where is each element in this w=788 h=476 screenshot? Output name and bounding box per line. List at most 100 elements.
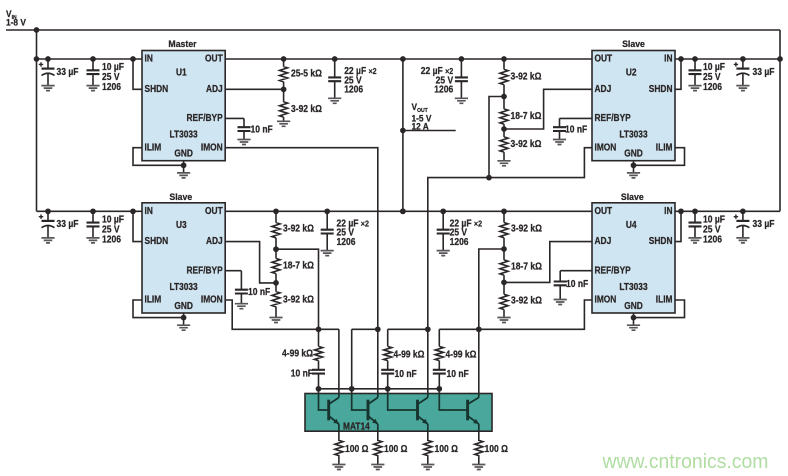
svg-text:33 µF: 33 µF — [57, 66, 79, 77]
svg-text:1206: 1206 — [703, 82, 722, 93]
svg-text:ADJ: ADJ — [595, 236, 612, 247]
svg-text:VIN: VIN — [6, 8, 17, 21]
svg-text:3-92 kΩ: 3-92 kΩ — [283, 223, 314, 234]
svg-text:1-8 V: 1-8 V — [6, 17, 26, 28]
svg-text:SHDN: SHDN — [145, 83, 169, 94]
svg-text:1206: 1206 — [102, 82, 121, 93]
svg-text:10 nF: 10 nF — [251, 124, 274, 135]
svg-text:GND: GND — [174, 148, 193, 159]
svg-text:25 V: 25 V — [337, 227, 355, 238]
svg-text:GND: GND — [174, 300, 193, 311]
svg-text:1206: 1206 — [450, 236, 469, 247]
svg-text:SHDN: SHDN — [649, 236, 673, 247]
svg-text:100 Ω: 100 Ω — [485, 443, 508, 454]
svg-text:4-99 kΩ: 4-99 kΩ — [282, 348, 313, 359]
svg-text:ILIM: ILIM — [656, 142, 673, 153]
svg-text:ADJ: ADJ — [595, 83, 612, 94]
svg-text:REF/BYP: REF/BYP — [186, 265, 222, 276]
svg-text:IN: IN — [664, 53, 672, 64]
svg-text:1206: 1206 — [703, 234, 722, 245]
svg-text:33 µF: 33 µF — [753, 219, 775, 230]
svg-text:1206: 1206 — [102, 234, 121, 245]
svg-text:ADJ: ADJ — [206, 236, 223, 247]
svg-text:18-7 kΩ: 18-7 kΩ — [511, 110, 542, 121]
svg-text:LT3033: LT3033 — [619, 281, 647, 292]
svg-text:Slave: Slave — [621, 192, 644, 202]
svg-text:IN: IN — [145, 53, 153, 64]
svg-text:1206: 1206 — [344, 84, 363, 95]
svg-text:4-99 kΩ: 4-99 kΩ — [446, 349, 477, 360]
svg-text:U1: U1 — [176, 67, 187, 78]
svg-text:OUT: OUT — [205, 205, 223, 216]
svg-text:25 V: 25 V — [436, 75, 454, 86]
svg-text:REF/BYP: REF/BYP — [186, 112, 222, 123]
svg-text:IMON: IMON — [201, 142, 223, 153]
svg-text:U3: U3 — [176, 219, 187, 230]
svg-text:U4: U4 — [626, 219, 638, 230]
svg-text:ADJ: ADJ — [206, 83, 223, 94]
svg-text:1206: 1206 — [337, 236, 356, 247]
svg-text:REF/BYP: REF/BYP — [595, 112, 631, 123]
svg-text:33 µF: 33 µF — [57, 219, 79, 230]
svg-text:3-92 kΩ: 3-92 kΩ — [291, 103, 322, 114]
svg-text:3-92 kΩ: 3-92 kΩ — [283, 294, 314, 305]
svg-text:33 µF: 33 µF — [753, 66, 775, 77]
svg-text:25 V: 25 V — [102, 72, 120, 83]
svg-text:LT3033: LT3033 — [170, 129, 198, 140]
svg-text:REF/BYP: REF/BYP — [595, 265, 631, 276]
svg-text:OUT: OUT — [205, 53, 223, 64]
svg-text:OUT: OUT — [595, 53, 613, 64]
svg-text:GND: GND — [624, 148, 643, 159]
svg-text:IMON: IMON — [201, 294, 223, 305]
svg-text:SHDN: SHDN — [649, 83, 673, 94]
svg-text:10 µF: 10 µF — [703, 214, 725, 225]
svg-text:Slave: Slave — [622, 39, 645, 49]
svg-text:22 µF ×2: 22 µF ×2 — [421, 65, 453, 76]
svg-text:IMON: IMON — [595, 294, 617, 305]
svg-text:1206: 1206 — [434, 84, 453, 95]
svg-text:OUT: OUT — [595, 205, 613, 216]
svg-text:MAT14: MAT14 — [343, 421, 371, 432]
svg-text:10 µF: 10 µF — [102, 61, 124, 72]
svg-text:10 nF: 10 nF — [565, 124, 588, 135]
svg-text:ILIM: ILIM — [145, 294, 162, 305]
svg-text:22 µF ×2: 22 µF ×2 — [450, 218, 482, 229]
svg-text:4-99 kΩ: 4-99 kΩ — [394, 349, 425, 360]
svg-text:Slave: Slave — [169, 192, 192, 202]
svg-text:25 V: 25 V — [703, 72, 721, 83]
svg-text:100 Ω: 100 Ω — [435, 443, 458, 454]
svg-text:10 nF: 10 nF — [566, 278, 589, 289]
svg-text:25 V: 25 V — [450, 227, 468, 238]
svg-text:18-7 kΩ: 18-7 kΩ — [283, 260, 314, 271]
svg-text:Master: Master — [168, 39, 197, 49]
svg-text:IN: IN — [145, 205, 153, 216]
svg-text:100 Ω: 100 Ω — [384, 443, 407, 454]
svg-text:U2: U2 — [626, 67, 637, 78]
svg-text:SHDN: SHDN — [145, 236, 169, 247]
svg-text:10 µF: 10 µF — [703, 61, 725, 72]
svg-text:3-92 kΩ: 3-92 kΩ — [511, 138, 542, 149]
svg-text:LT3033: LT3033 — [170, 281, 198, 292]
svg-text:25 V: 25 V — [703, 224, 721, 235]
svg-text:10 nF: 10 nF — [395, 368, 418, 379]
svg-text:1-5 V: 1-5 V — [412, 113, 432, 124]
svg-text:GND: GND — [624, 300, 643, 311]
svg-text:22 µF ×2: 22 µF ×2 — [337, 218, 369, 229]
svg-text:10 nF: 10 nF — [248, 286, 271, 297]
svg-text:12 A: 12 A — [412, 121, 430, 132]
svg-text:10 µF: 10 µF — [102, 214, 124, 225]
svg-text:100 Ω: 100 Ω — [345, 443, 368, 454]
svg-text:IMON: IMON — [595, 142, 617, 153]
svg-text:ILIM: ILIM — [656, 294, 673, 305]
svg-text:25 V: 25 V — [344, 75, 362, 86]
svg-text:25 V: 25 V — [102, 224, 120, 235]
svg-text:25-5 kΩ: 25-5 kΩ — [291, 68, 322, 79]
svg-text:3-92 kΩ: 3-92 kΩ — [511, 223, 542, 234]
svg-text:10 nF: 10 nF — [291, 368, 314, 379]
svg-text:www.cntronics.com: www.cntronics.com — [602, 451, 769, 473]
svg-text:18-7 kΩ: 18-7 kΩ — [511, 261, 542, 272]
svg-text:10 nF: 10 nF — [447, 368, 470, 379]
svg-text:ILIM: ILIM — [145, 142, 162, 153]
svg-text:IN: IN — [664, 205, 672, 216]
svg-text:3-92 kΩ: 3-92 kΩ — [511, 71, 542, 82]
